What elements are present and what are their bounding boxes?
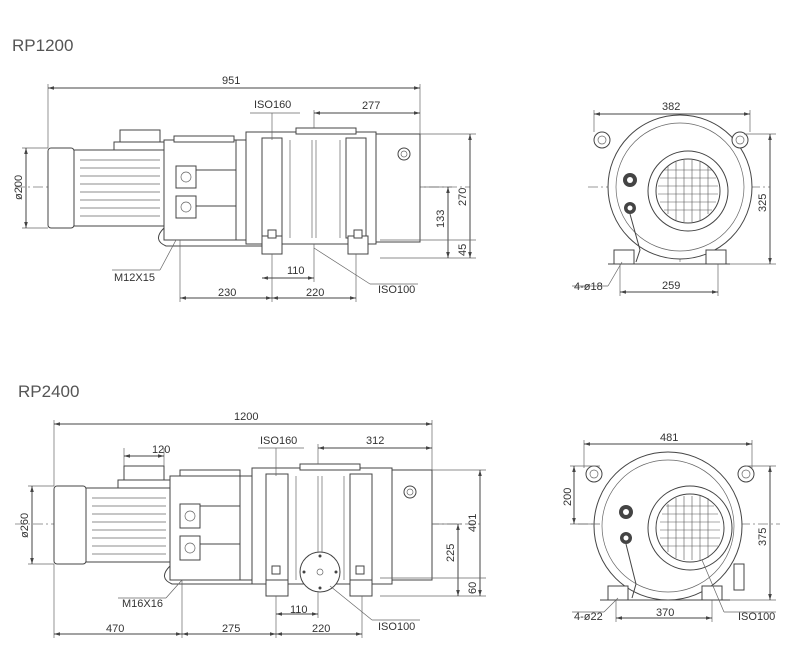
rp1200-label-holes: 4-ø18 <box>574 281 603 293</box>
rp2400-dim-225: 225 <box>445 544 457 562</box>
rp2400-dim-481: 481 <box>660 432 678 444</box>
rp2400-dim-470: 470 <box>106 623 124 635</box>
rp2400-fan-grille <box>660 496 720 560</box>
rp2400-dim-110: 110 <box>290 604 308 616</box>
rp1200-fan-grille <box>658 160 718 222</box>
rp1200-front-view <box>588 114 770 265</box>
rp2400-front-view <box>578 451 780 601</box>
rp2400-label-iso100: ISO100 <box>378 621 415 633</box>
rp2400-label-iso160: ISO160 <box>260 435 297 447</box>
rp2400-label-thread: M16X16 <box>122 598 163 610</box>
rp2400-dim-220: 220 <box>312 623 330 635</box>
rp2400-dim-370: 370 <box>656 607 674 619</box>
rp1200-side-dimensions: 951 277 ISO160 ø200 270 133 45 M12X15 11… <box>13 75 476 302</box>
rp1200-dim-133: 133 <box>435 210 447 228</box>
rp2400-dim-60: 60 <box>467 582 479 594</box>
rp2400-side-dimensions: 1200 120 312 ISO160 ø260 401 225 60 M16X… <box>19 411 486 638</box>
rp2400-dim-200: 200 <box>562 488 574 506</box>
rp1200-front-dimensions: 382 325 259 4-ø18 <box>572 101 776 296</box>
rp1200-label-iso160: ISO160 <box>254 99 291 111</box>
rp1200-dim-220: 220 <box>306 287 324 299</box>
rp2400-dim-120: 120 <box>152 444 170 456</box>
rp1200-dim-382: 382 <box>662 101 680 113</box>
rp1200-dim-259: 259 <box>662 280 680 292</box>
rp1200-dim-325: 325 <box>757 194 769 212</box>
rp1200-dim-277: 277 <box>362 100 380 112</box>
rp1200-side-view <box>15 127 470 255</box>
rp2400-dim-1200: 1200 <box>234 411 258 423</box>
rp2400-side-view <box>15 463 480 597</box>
rp1200-dim-951: 951 <box>222 75 240 87</box>
rp2400-title: RP2400 <box>18 382 79 401</box>
rp1200-label-thread: M12X15 <box>114 272 155 284</box>
rp1200-dim-230: 230 <box>218 287 236 299</box>
rp1200-dim-dia: ø200 <box>13 175 25 200</box>
rp1200-dim-110: 110 <box>287 265 305 277</box>
rp1200-dim-45: 45 <box>457 244 469 256</box>
rp2400-label-holes: 4-ø22 <box>574 611 603 623</box>
rp2400-dim-312: 312 <box>366 435 384 447</box>
rp1200-dim-270: 270 <box>457 188 469 206</box>
rp2400-front-dimensions: 481 375 200 370 4-ø22 ISO100 <box>562 432 776 623</box>
rp2400-dim-401: 401 <box>467 514 479 532</box>
rp1200-title: RP1200 <box>12 36 73 55</box>
rp2400-label-iso100: ISO100 <box>738 611 775 623</box>
rp2400-dim-dia: ø260 <box>19 513 31 538</box>
rp1200-label-iso100: ISO100 <box>378 284 415 296</box>
rp2400-dim-275: 275 <box>222 623 240 635</box>
rp2400-dim-375: 375 <box>757 528 769 546</box>
